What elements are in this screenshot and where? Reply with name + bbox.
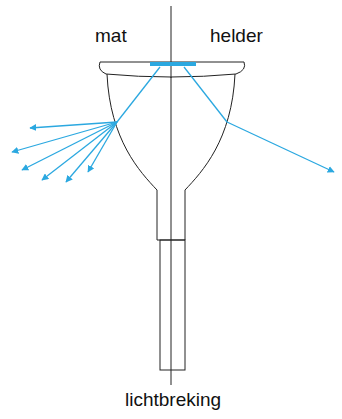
reflected-ray bbox=[42, 122, 117, 180]
reflected-ray bbox=[88, 122, 117, 172]
region-label: mat bbox=[95, 26, 127, 47]
incident-ray bbox=[117, 67, 160, 122]
base-line bbox=[157, 240, 185, 241]
reflected-ray bbox=[66, 122, 117, 182]
diffuse-rays bbox=[12, 67, 160, 182]
specular-ray bbox=[184, 67, 334, 172]
incident-ray bbox=[184, 67, 227, 122]
reflector-right bbox=[185, 74, 235, 240]
reflected-ray bbox=[30, 122, 117, 128]
caption: lichtbreking bbox=[123, 390, 223, 411]
light-source bbox=[150, 62, 196, 66]
region-label: helder bbox=[210, 26, 263, 47]
reflected-ray bbox=[227, 122, 334, 172]
lamp-base bbox=[160, 240, 185, 370]
lens-rim bbox=[99, 62, 244, 77]
reflector-left bbox=[107, 74, 157, 240]
reflected-ray bbox=[12, 122, 117, 152]
